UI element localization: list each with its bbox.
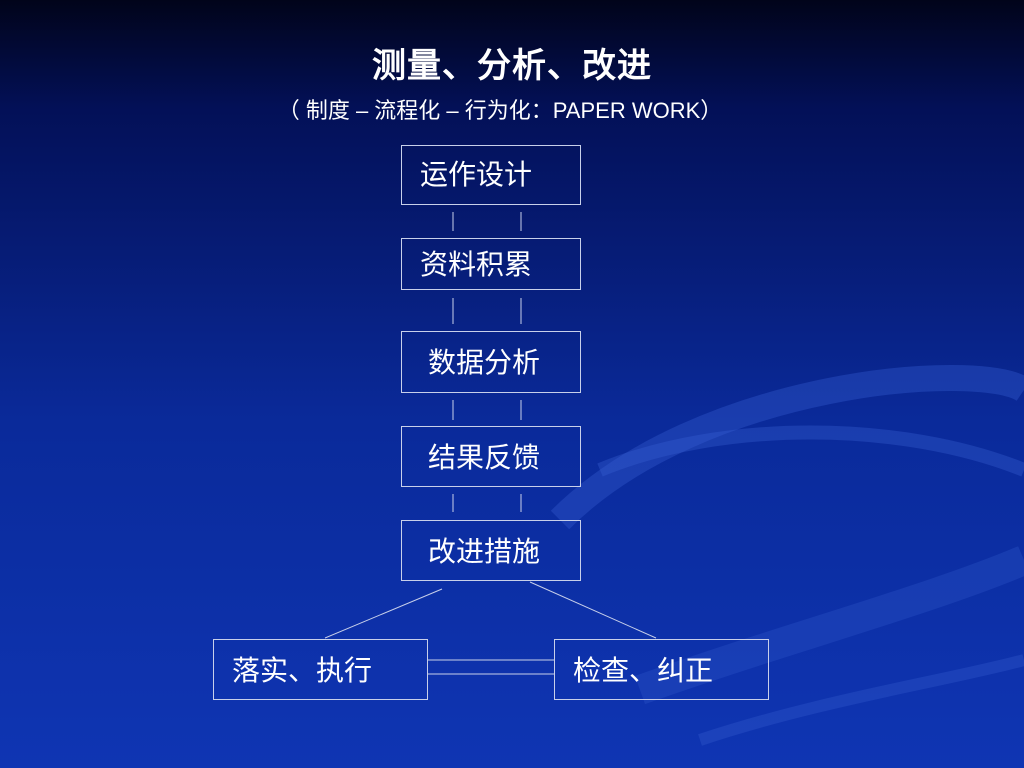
slide-subtitle: （ 制度 – 流程化 – 行为化：PAPER WORK）: [277, 98, 723, 123]
step-box-4: 结果反馈: [401, 426, 581, 487]
step-box-3: 数据分析: [401, 331, 581, 393]
branch-box-right: 检查、纠正: [554, 639, 769, 700]
slide-title: 测量、分析、改进: [372, 46, 652, 86]
connector-to-left-branch: [324, 588, 443, 639]
step-box-1: 运作设计: [401, 145, 581, 205]
connector-to-right-branch: [529, 581, 657, 639]
branch-box-left: 落实、执行: [213, 639, 428, 700]
step-box-5: 改进措施: [401, 520, 581, 581]
step-box-2: 资料积累: [401, 238, 581, 290]
